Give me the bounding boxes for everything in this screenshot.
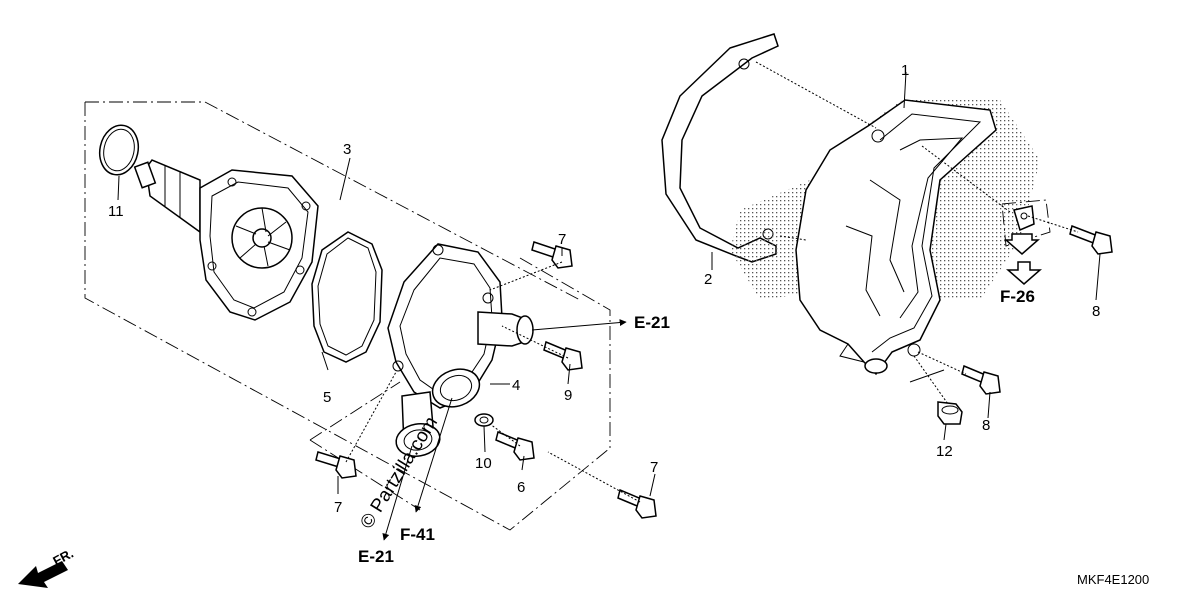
bolt-6 [495, 430, 535, 461]
callout-7-right: 7 [650, 459, 658, 476]
gasket-5 [311, 231, 383, 363]
callout-5: 5 [323, 389, 331, 406]
callout-4: 4 [512, 377, 520, 394]
hollow-arrow-down-icon [1006, 261, 1042, 285]
leader-lines [117, 61, 1101, 541]
ref-e21-bottom: E-21 [358, 547, 394, 566]
callouts: 1 2 3 4 5 6 7 7 7 8 8 9 10 11 12 [108, 62, 1100, 516]
callout-11: 11 [108, 203, 124, 220]
front-direction-arrow-icon: FR. [18, 546, 76, 588]
o-ring-11 [98, 124, 140, 176]
callout-3: 3 [343, 141, 351, 158]
assembly-boundary [84, 101, 611, 531]
bolt-9 [543, 340, 583, 371]
watermark-text: © Partzilla.com [356, 413, 442, 533]
callout-1: 1 [901, 62, 909, 79]
ref-f41: F-41 [400, 525, 435, 544]
callout-2: 2 [704, 271, 712, 288]
callout-10: 10 [475, 455, 492, 472]
callout-8-top: 8 [1092, 303, 1100, 320]
collar-12 [937, 401, 963, 425]
bolt-7-bottom-left [315, 451, 357, 479]
callout-7-left: 7 [334, 499, 342, 516]
pump-cover-4 [387, 243, 534, 457]
callout-8-bottom: 8 [982, 417, 990, 434]
diagram-code: MKF4E1200 [1077, 572, 1149, 587]
ref-e21-right: E-21 [634, 313, 670, 332]
bolt-7-bottom-right [617, 488, 657, 519]
ref-f26: F-26 [1000, 287, 1035, 306]
clamp-detail [1001, 199, 1051, 255]
bolt-8-top [1069, 224, 1113, 255]
callout-12: 12 [936, 443, 953, 460]
callout-9: 9 [564, 387, 572, 404]
water-pump-3 [133, 159, 319, 321]
side-cover-1 [730, 98, 1040, 376]
callout-7-top: 7 [558, 231, 566, 248]
references: E-21 E-21 F-41 F-26 [358, 287, 1035, 566]
callout-6: 6 [517, 479, 525, 496]
bolt-8-bottom [961, 364, 1001, 395]
bolt-7-top [531, 241, 573, 269]
